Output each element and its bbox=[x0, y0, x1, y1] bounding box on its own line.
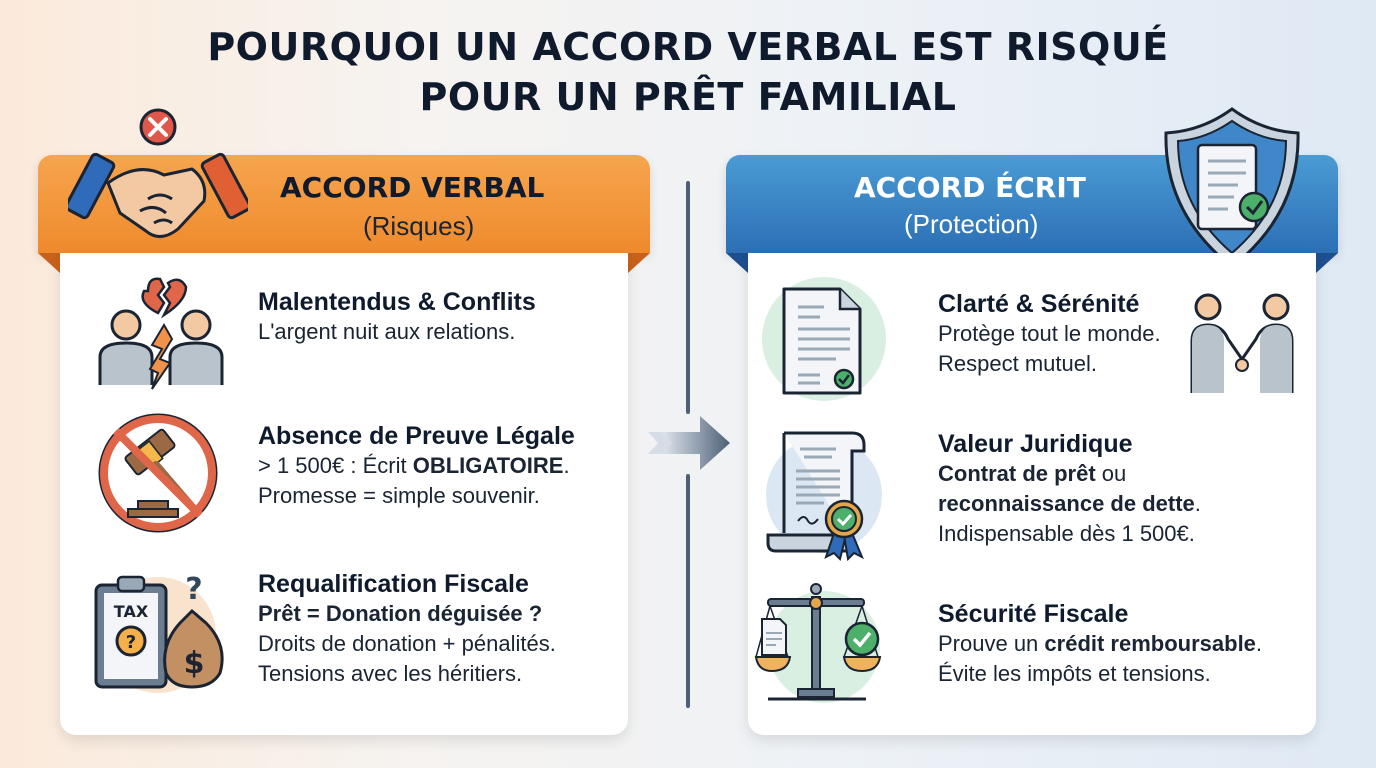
shield-document-check-icon bbox=[1164, 107, 1300, 269]
svg-text:$: $ bbox=[184, 646, 205, 681]
item-line: Indispensable dès 1 500€. bbox=[938, 521, 1195, 546]
item-heading: Malentendus & Conflits bbox=[258, 288, 536, 316]
text-span: Prouve un bbox=[938, 631, 1045, 656]
balance-scale-check-icon bbox=[754, 583, 882, 703]
bold-span: OBLIGATOIRE bbox=[412, 453, 564, 478]
item-line: Droits de donation + pénalités. bbox=[258, 631, 556, 656]
broken-relationship-icon bbox=[98, 277, 224, 390]
verbal-title: ACCORD VERBAL bbox=[280, 171, 545, 204]
item-heading: Requalification Fiscale bbox=[258, 570, 529, 598]
verbal-agreement-panel: ACCORD VERBAL (Risques) Malentendus & Co… bbox=[38, 108, 650, 735]
written-title: ACCORD ÉCRIT bbox=[854, 171, 1086, 204]
title-line-2: POUR UN PRÊT FAMILIAL bbox=[419, 75, 957, 119]
written-agreement-panel: ACCORD ÉCRIT (Protection) Clarté & Sérén… bbox=[726, 107, 1338, 735]
text-span: . bbox=[563, 453, 570, 478]
handshake-with-x-icon bbox=[68, 108, 248, 238]
verbal-subtitle: (Risques) bbox=[363, 211, 475, 241]
bold-span: reconnaissance de dette bbox=[938, 491, 1195, 516]
banner-fold-right bbox=[628, 253, 650, 273]
written-card: Clarté & Sérénité Protège tout le monde.… bbox=[748, 253, 1316, 735]
arrow-right-icon bbox=[648, 416, 730, 470]
banner-fold-left bbox=[726, 253, 748, 273]
item-line: Tensions avec les héritiers. bbox=[258, 661, 523, 686]
item-line: Protège tout le monde. bbox=[938, 321, 1161, 346]
bold-span: Contrat de prêt bbox=[938, 461, 1096, 486]
center-divider-top bbox=[686, 181, 690, 414]
verbal-card: Malentendus & Conflits L'argent nuit aux… bbox=[60, 253, 628, 735]
document-check-icon bbox=[762, 277, 886, 401]
item-heading: Absence de Preuve Légale bbox=[258, 422, 575, 450]
item-heading: Sécurité Fiscale bbox=[938, 600, 1129, 628]
item-line: Évite les impôts et tensions. bbox=[938, 661, 1211, 686]
item-heading: Clarté & Sérénité bbox=[938, 290, 1140, 318]
svg-text:?: ? bbox=[126, 632, 136, 653]
page-title: POURQUOI UN ACCORD VERBAL EST RISQUÉ POU… bbox=[0, 22, 1376, 122]
center-divider-bottom bbox=[686, 474, 690, 708]
item-line: reconnaissance de dette. bbox=[938, 489, 1201, 519]
svg-text:?: ? bbox=[185, 572, 202, 607]
banner-fold-left bbox=[38, 253, 60, 273]
written-subtitle: (Protection) bbox=[904, 209, 1039, 239]
tax-money-bag-icon: TAX ? ? $ bbox=[94, 572, 224, 693]
item-line: > 1 500€ : Écrit OBLIGATOIRE. bbox=[258, 451, 575, 481]
svg-text:TAX: TAX bbox=[114, 602, 149, 621]
item-bold-line: Prêt = Donation déguisée ? bbox=[258, 601, 543, 626]
item-line: Promesse = simple souvenir. bbox=[258, 483, 540, 508]
text-span: > 1 500€ : Écrit bbox=[258, 453, 413, 478]
banner-fold-right bbox=[1316, 253, 1338, 273]
people-handshake-icon bbox=[1190, 293, 1294, 393]
certified-scroll-icon bbox=[766, 431, 882, 562]
title-line-1: POURQUOI UN ACCORD VERBAL EST RISQUÉ bbox=[207, 25, 1169, 69]
item-line: Prouve un crédit remboursable. bbox=[938, 629, 1262, 659]
bold-span: crédit remboursable bbox=[1044, 631, 1256, 656]
item-line: Contrat de prêt ou bbox=[938, 459, 1201, 489]
no-gavel-icon bbox=[98, 413, 218, 533]
text-span: . bbox=[1194, 491, 1201, 516]
item-line: Respect mutuel. bbox=[938, 351, 1097, 376]
item-line: L'argent nuit aux relations. bbox=[258, 319, 516, 344]
text-span: . bbox=[1255, 631, 1263, 656]
item-heading: Valeur Juridique bbox=[938, 430, 1133, 458]
text-span: ou bbox=[1095, 461, 1127, 486]
